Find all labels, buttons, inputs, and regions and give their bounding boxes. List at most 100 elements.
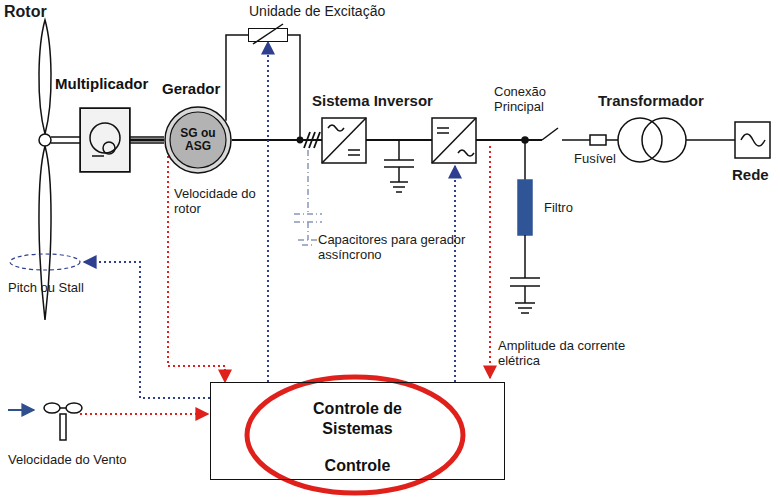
- filter-symbol-part: [524, 286, 526, 303]
- gearbox-box: Multiplicador: [80, 108, 130, 172]
- filter-symbol-part: [524, 140, 526, 180]
- node-heading: Unidade de Excitação: [249, 4, 385, 19]
- inverter-symbol-part: [322, 118, 366, 163]
- text-label: Sistema Inversor: [312, 92, 433, 109]
- dc-link-capacitor-part: [396, 191, 402, 193]
- anemometer: [8, 403, 82, 440]
- inverter-symbol-part: [437, 132, 449, 134]
- text-label: Velocidade do Vento: [8, 452, 127, 467]
- generator-capacitor-part: [307, 150, 309, 214]
- inverter-symbol-part: [437, 127, 449, 129]
- rotor-shaft-part: [51, 136, 80, 138]
- signal-connector: [267, 42, 269, 382]
- power-connector: [226, 35, 248, 121]
- anemometer-part: [60, 414, 66, 440]
- dc-link-capacitor-part: [393, 186, 405, 188]
- text-label: Rede: [732, 166, 769, 183]
- filter-symbol-part: [521, 312, 529, 314]
- gearbox-symbol-part: [92, 155, 104, 157]
- main-connection-part: [590, 135, 606, 145]
- inverter-symbol-part: [328, 125, 344, 131]
- current-signal: [490, 146, 491, 378]
- inverter-symbol-part: [348, 154, 360, 156]
- power-connector: [130, 139, 164, 142]
- filter-symbol-part: [518, 180, 532, 235]
- generator-outer: [165, 107, 231, 173]
- inverter-symbol-part: [432, 118, 476, 163]
- generator-capacitor-part: [298, 239, 318, 241]
- wind-signal: [80, 414, 208, 415]
- rotor-blades-part: [39, 134, 51, 146]
- dc-link-capacitor-part: [384, 159, 414, 161]
- rotor-shaft-part: [51, 142, 80, 144]
- generator-capacitor-part: [294, 213, 322, 215]
- generator-shaft: [130, 137, 164, 143]
- inverter-symbol-part: [322, 118, 366, 163]
- text-label: Amplitude da corrente elétrica: [498, 338, 648, 368]
- filter-symbol-part: [510, 277, 540, 279]
- dc-bus-part: [232, 139, 322, 141]
- text-label: Filtro: [544, 200, 573, 215]
- anemometer-part: [66, 403, 82, 413]
- main-connection-part: [642, 118, 686, 162]
- highlight-ellipse: [247, 377, 463, 493]
- inverter-symbol-part: [432, 118, 476, 163]
- text-label: Fusível: [574, 151, 616, 166]
- main-connection: [522, 118, 770, 162]
- main-connection-part: [542, 128, 558, 140]
- filter-symbol: [510, 140, 540, 313]
- excitation-box: Unidade de Excitação: [248, 28, 288, 42]
- control-title: Controle de Sistemas: [293, 399, 423, 439]
- generator-capacitor-part: [302, 244, 314, 246]
- control-box: Controle de SistemasControle: [210, 382, 505, 480]
- excitation-wiring-part: [288, 35, 300, 140]
- control-footer: Controle: [325, 457, 391, 475]
- main-connection-part: [618, 118, 662, 162]
- main-connection-part: [741, 134, 765, 146]
- pitch-indicator-part: [10, 254, 80, 270]
- dc-bus-part: [298, 138, 303, 143]
- inverter-control-signal-part: [454, 166, 456, 382]
- pitch-indicator-part: [84, 262, 210, 398]
- wind-signal-part: [80, 413, 208, 415]
- main-connection-part: [686, 139, 735, 141]
- text-label: Capacitores para gerador assíncrono: [318, 232, 468, 262]
- node-heading: Multiplicador: [55, 75, 148, 92]
- generator-capacitor: [294, 150, 322, 245]
- generator-inner: [170, 112, 226, 168]
- anemometer-part: [60, 407, 66, 409]
- gearbox-symbol: [80, 108, 130, 172]
- gearbox-symbol-part: [90, 123, 120, 153]
- highlight-ellipse-part: [247, 377, 463, 493]
- filter-symbol-part: [524, 235, 526, 278]
- main-connection-part: [606, 139, 618, 141]
- inverter-control-signal: [455, 166, 456, 382]
- dc-bus-part: [314, 132, 320, 148]
- inverter-symbol: [322, 118, 476, 163]
- pitch-indicator: [10, 254, 210, 398]
- dc-link-capacitor-part: [398, 140, 400, 160]
- text-label: Rotor: [4, 3, 47, 20]
- main-connection-part: [562, 139, 590, 141]
- filter-symbol-part: [515, 302, 535, 304]
- anemometer-part: [8, 409, 34, 411]
- rotor-shaft: [51, 137, 80, 143]
- current-signal-part: [489, 146, 491, 378]
- main-connection-part: [735, 122, 770, 158]
- filter-symbol-part: [518, 307, 532, 309]
- rotor-blades: [39, 20, 51, 320]
- dc-bus: [232, 132, 542, 148]
- node-heading: Gerador: [162, 80, 220, 97]
- gearbox-symbol-part: [80, 108, 130, 172]
- gearbox-symbol-part: [103, 142, 115, 154]
- dc-link-capacitor-part: [398, 167, 400, 182]
- inverter-symbol-part: [458, 150, 474, 156]
- generator-capacitor-part: [307, 222, 309, 240]
- dc-link-capacitor-part: [390, 181, 408, 183]
- dc-bus-part: [476, 139, 542, 141]
- generator-shaft-part: [130, 142, 164, 144]
- generator-type: SG ou ASG: [176, 127, 220, 153]
- generator-shaft-part: [130, 136, 164, 138]
- rotor-blades-part: [39, 20, 51, 134]
- text-label: Velocidade do rotor: [174, 186, 260, 216]
